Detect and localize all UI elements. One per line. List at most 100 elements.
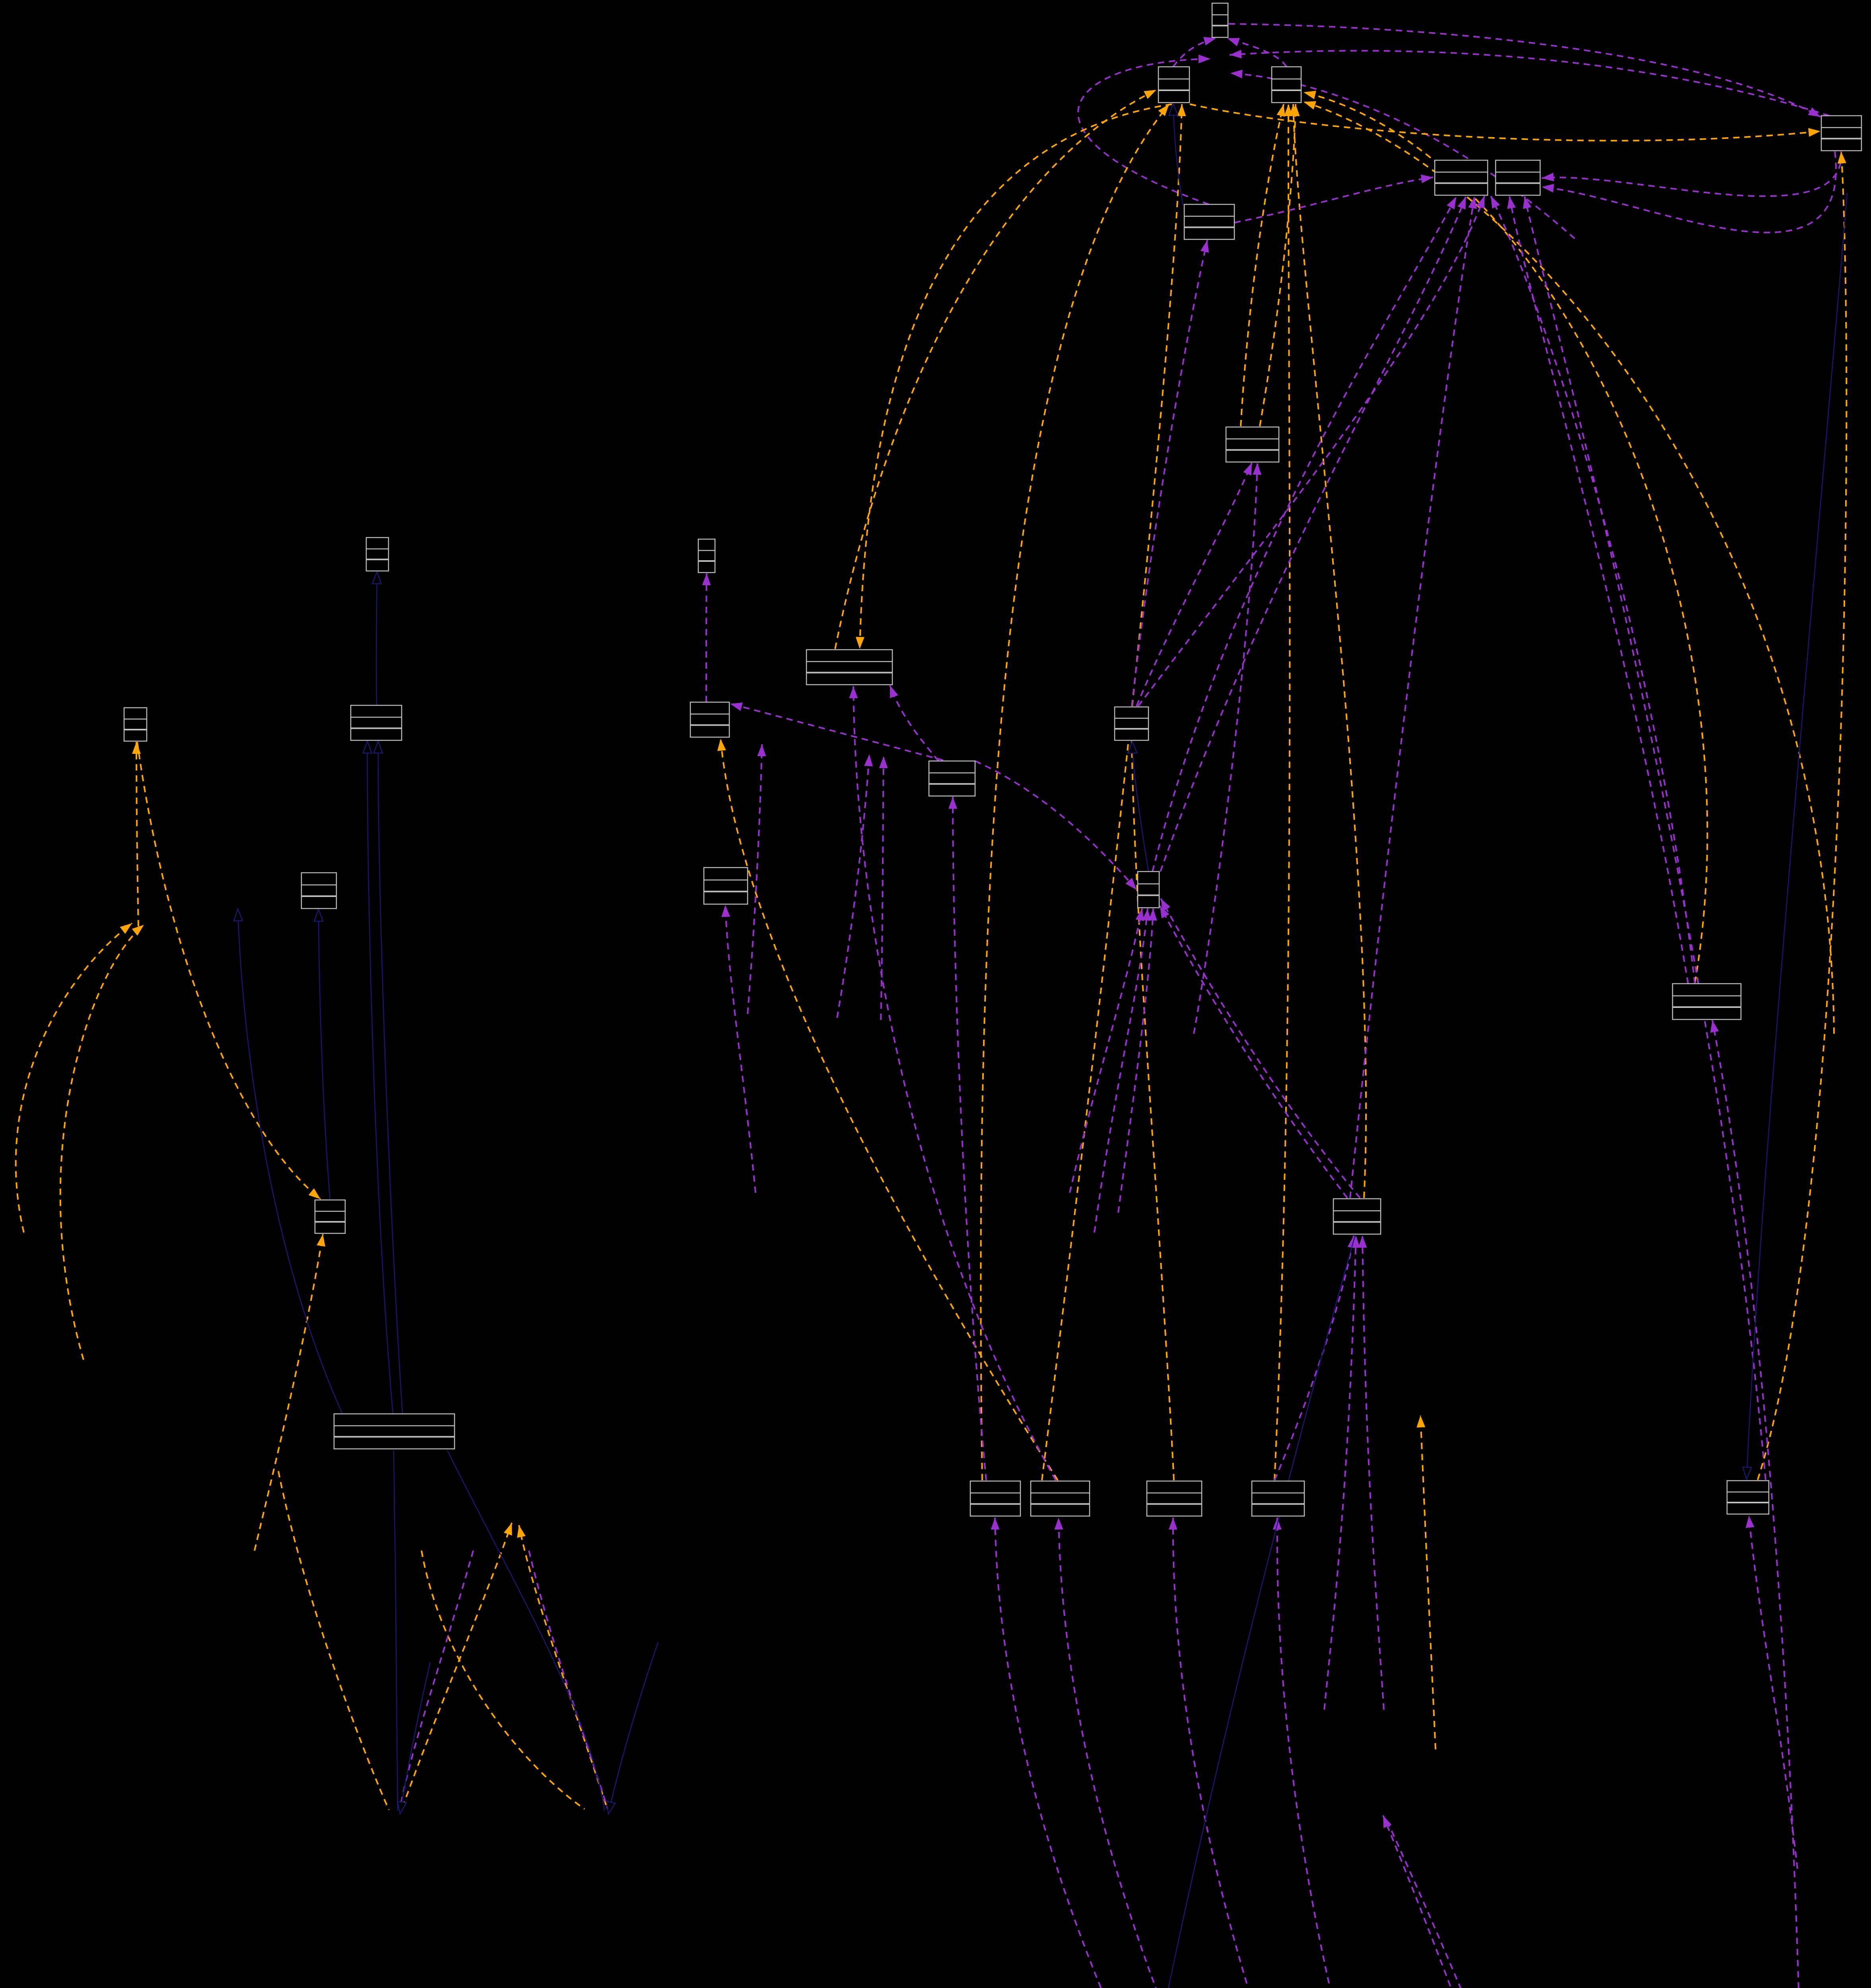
relation-edge [1259,104,1296,427]
arrowhead-icon [1542,184,1554,193]
arrowhead-icon [317,1234,326,1247]
arrowhead-icon [702,573,711,586]
arrowhead-icon [1230,50,1242,59]
class-node[interactable] [1146,1480,1203,1517]
arrowhead-icon [1200,240,1209,253]
arrowhead-icon [120,923,132,934]
relation-edge [367,741,394,1414]
class-node[interactable] [1225,426,1280,463]
relation-edge [1160,898,1361,1199]
relation-edge [889,685,939,762]
relation-edge [1746,192,1848,1479]
class-node[interactable] [365,537,389,572]
arrowhead-icon [1745,1516,1754,1528]
class-node[interactable] [123,707,148,742]
relation-edge [705,573,707,703]
relation-edge [518,1525,607,1806]
class-node[interactable] [1271,66,1302,103]
relation-edge [278,1471,390,1810]
arrowhead-icon [890,685,898,698]
arrowhead-icon [730,702,743,711]
arrowhead-icon [517,1525,526,1538]
relation-edge [1159,905,1348,1199]
relation-edge [859,103,1172,649]
arrowhead-icon [1457,197,1466,210]
class-node[interactable] [1251,1480,1305,1517]
class-node[interactable] [350,705,402,741]
relation-edge [1323,1235,1357,1710]
arrowhead-icon [503,1523,512,1536]
relation-edge [747,744,763,1014]
arrowhead-icon [1542,173,1554,182]
relation-edge [1172,1517,1249,1988]
relation-edge [730,703,944,761]
class-node[interactable] [314,1199,346,1234]
relation-edge [1229,50,1830,116]
arrowhead-icon [1125,878,1137,890]
class-node[interactable] [1820,115,1862,151]
arrowhead-icon [1351,1236,1360,1248]
relation-edge [1541,151,1842,197]
relation-edge [1189,103,1821,142]
class-node[interactable] [703,867,748,905]
relation-edge [1058,1517,1157,1988]
relation-edge [1193,462,1258,1034]
arrowhead-icon [1054,1518,1063,1530]
relation-edge [1131,741,1175,1481]
arrowhead-icon [1808,128,1820,137]
arrowhead-icon [1230,70,1243,79]
arrowhead-icon [1383,1815,1392,1828]
class-node[interactable] [1211,2,1229,38]
relation-edge [880,756,884,1020]
class-node[interactable] [301,872,337,909]
relation-edge [836,754,870,1018]
relation-edge [725,905,756,1193]
class-node[interactable] [1672,983,1742,1020]
class-node[interactable] [1114,706,1149,741]
relation-edge [399,1550,474,1809]
class-node[interactable] [333,1413,455,1450]
relation-edge [1041,104,1183,1481]
relation-edge [1757,151,1848,1480]
class-node[interactable] [1726,1480,1770,1515]
arrowhead-icon [1420,174,1433,183]
arrowhead-icon [849,686,858,699]
arrowhead-icon [313,908,324,922]
arrowhead-icon [1142,909,1151,921]
class-node[interactable] [690,701,730,738]
class-node[interactable] [697,538,716,573]
arrowhead-icon [362,740,373,754]
class-node[interactable] [1495,159,1541,196]
relation-edge [952,796,987,1481]
relation-edge [1509,196,1689,984]
class-node[interactable] [970,1480,1021,1517]
relation-edge [975,760,1137,891]
arrowhead-icon [1203,37,1216,46]
arrowhead-icon [879,756,888,769]
relation-edge [1274,1235,1354,1481]
class-node[interactable] [1434,159,1488,196]
class-node[interactable] [806,649,893,685]
class-node[interactable] [1137,871,1160,909]
class-node[interactable] [928,760,976,797]
class-node[interactable] [1030,1480,1090,1517]
relation-edge [1230,72,1576,239]
relation-edge [1069,908,1143,1193]
relation-edge [528,1550,608,1809]
relation-edge [1276,1517,1331,1988]
relation-edge [1131,240,1208,707]
relation-edge [1240,104,1284,427]
relation-edge [834,89,1157,649]
relation-edge [1382,1815,1452,1988]
class-node[interactable] [1158,66,1190,103]
relation-edge [608,1642,659,1814]
relation-edge [1362,1235,1385,1710]
relation-edge [1117,908,1154,1213]
class-node[interactable] [1333,1198,1381,1235]
class-node[interactable] [1183,204,1235,240]
relation-edge [399,1662,431,1814]
arrowhead-icon [1476,196,1484,209]
arrowhead-icon [1144,90,1156,99]
arrowhead-icon [1168,102,1179,116]
